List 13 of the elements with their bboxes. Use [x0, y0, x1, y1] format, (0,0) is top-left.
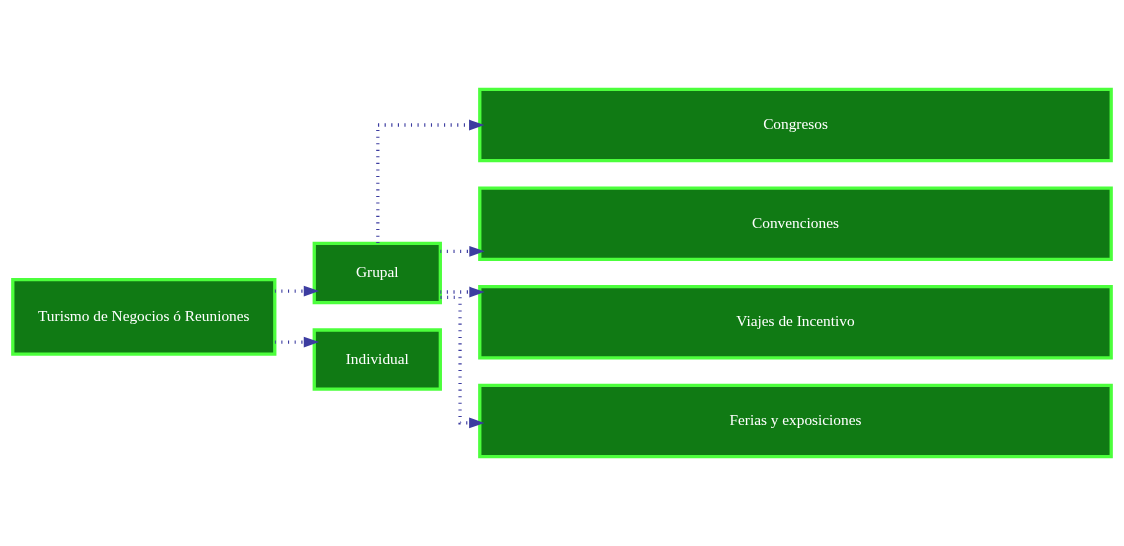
node-box: Turismo de Negocios ó Reuniones: [11, 277, 277, 356]
node-box: Individual: [312, 328, 442, 391]
arrow: [274, 285, 320, 297]
arrow: [376, 119, 485, 244]
node-box: Viajes de Incentivo: [478, 285, 1113, 360]
arrow: [274, 336, 320, 348]
node-box: Grupal: [312, 241, 442, 305]
node-box: Convenciones: [478, 186, 1113, 261]
node-box: Ferias y exposiciones: [478, 383, 1113, 459]
arrow: [440, 245, 485, 257]
arrow: [440, 286, 485, 298]
node-box: Congresos: [478, 87, 1113, 163]
arrow: [440, 295, 485, 429]
